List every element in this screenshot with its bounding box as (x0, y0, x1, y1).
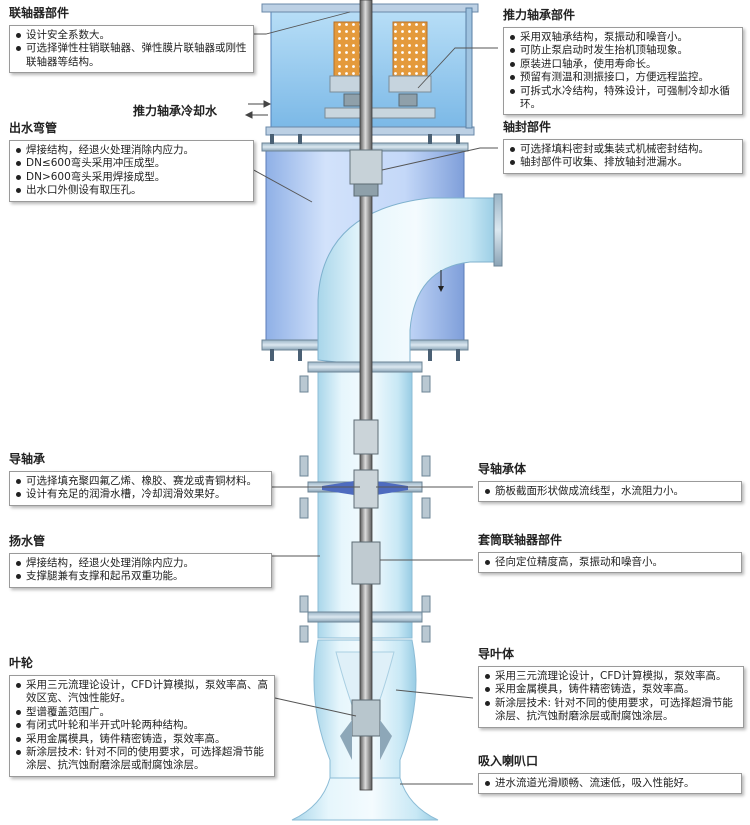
callout-title: 联轴器部件 (9, 6, 254, 20)
callout-title: 吸入喇叭口 (478, 754, 742, 768)
callout-box: 设计安全系数大。 可选择弹性柱销联轴器、弹性膜片联轴器或刚性联轴器等结构。 (9, 25, 254, 73)
callout-item: 可防止泵启动时发生抬机顶轴现象。 (509, 44, 737, 57)
callout-box: 可选择填料密封或集装式机械密封结构。 轴封部件可收集、排放轴封泄漏水。 (503, 139, 743, 174)
callout-box: 径向定位精度高，泵振动和噪音小。 (478, 552, 742, 573)
callout-item: 设计有充足的润滑水槽，冷却润滑效果好。 (15, 488, 266, 501)
callout-item: 出水口外侧设有取压孔。 (15, 184, 248, 197)
callout-item: 支撑腿兼有支撑和起吊双重功能。 (15, 570, 266, 583)
callout-title: 套筒联轴器部件 (478, 533, 742, 547)
callout-item: 原装进口轴承，使用寿命长。 (509, 58, 737, 71)
callout-coupling: 联轴器部件 设计安全系数大。 可选择弹性柱销联轴器、弹性膜片联轴器或刚性联轴器等… (9, 6, 254, 73)
callout-box: 采用三元流理论设计，CFD计算模拟，泵效率高、高效区宽、汽蚀性能好。 型谱覆盖范… (9, 675, 275, 777)
callout-box: 采用双轴承结构，泵振动和噪音小。 可防止泵启动时发生抬机顶轴现象。 原装进口轴承… (503, 27, 743, 115)
callout-item: 可选择弹性柱销联轴器、弹性膜片联轴器或刚性联轴器等结构。 (15, 42, 248, 69)
callout-item: 新涂层技术: 针对不同的使用要求，可选择超滑节能涂层、抗汽蚀耐磨涂层或耐腐蚀涂层… (15, 746, 269, 773)
callout-item: 轴封部件可收集、排放轴封泄漏水。 (509, 156, 737, 169)
callout-sleeve-coupling: 套筒联轴器部件 径向定位精度高，泵振动和噪音小。 (478, 533, 742, 573)
callout-shaft-seal: 轴封部件 可选择填料密封或集装式机械密封结构。 轴封部件可收集、排放轴封泄漏水。 (503, 120, 743, 174)
callout-box: 筋板截面形状做成流线型，水流阻力小。 (478, 481, 742, 502)
callout-title: 导叶体 (478, 647, 744, 661)
callout-title: 出水弯管 (9, 121, 254, 135)
callout-title: 叶轮 (9, 656, 275, 670)
callout-item: 径向定位精度高，泵振动和噪音小。 (484, 556, 736, 569)
callout-suction-bell: 吸入喇叭口 进水流道光滑顺畅、流速低，吸入性能好。 (478, 754, 742, 794)
callout-box: 可选择填充聚四氟乙烯、橡胶、赛龙或青铜材料。 设计有充足的润滑水槽，冷却润滑效果… (9, 471, 272, 506)
callout-title: 导轴承 (9, 452, 272, 466)
callout-item: 新涂层技术: 针对不同的使用要求，可选择超滑节能涂层、抗汽蚀耐磨涂层或耐腐蚀涂层… (484, 697, 738, 724)
callout-title: 导轴承体 (478, 462, 742, 476)
callout-item: 采用金属模具，铸件精密铸造，泵效率高。 (15, 733, 269, 746)
callout-item: 有闭式叶轮和半开式叶轮两种结构。 (15, 719, 269, 732)
callout-guide-bearing: 导轴承 可选择填充聚四氟乙烯、橡胶、赛龙或青铜材料。 设计有充足的润滑水槽，冷却… (9, 452, 272, 506)
callout-item: 型谱覆盖范围广。 (15, 706, 269, 719)
cooling-water-arrows (246, 101, 270, 118)
callout-item: 预留有测温和测振接口，方便远程监控。 (509, 71, 737, 84)
callout-box: 进水流道光滑顺畅、流速低，吸入性能好。 (478, 773, 742, 794)
callout-outlet-elbow: 出水弯管 焊接结构，经退火处理消除内应力。 DN≤600弯头采用冲压成型。 DN… (9, 121, 254, 202)
callout-thrust-bearing: 推力轴承部件 采用双轴承结构，泵振动和噪音小。 可防止泵启动时发生抬机顶轴现象。… (503, 8, 743, 115)
cooling-water-label: 推力轴承冷却水 (133, 102, 217, 119)
callout-item: 筋板截面形状做成流线型，水流阻力小。 (484, 485, 736, 498)
callout-item: 可选择填料密封或集装式机械密封结构。 (509, 143, 737, 156)
callout-guide-vane: 导叶体 采用三元流理论设计，CFD计算模拟，泵效率高。 采用金属模具，铸件精密铸… (478, 647, 744, 728)
callout-title: 扬水管 (9, 534, 272, 548)
callout-item: 设计安全系数大。 (15, 29, 248, 42)
callout-item: DN≤600弯头采用冲压成型。 (15, 157, 248, 170)
callout-lift-pipe: 扬水管 焊接结构，经退火处理消除内应力。 支撑腿兼有支撑和起吊双重功能。 (9, 534, 272, 588)
callout-item: 可选择填充聚四氟乙烯、橡胶、赛龙或青铜材料。 (15, 475, 266, 488)
callout-item: 进水流道光滑顺畅、流速低，吸入性能好。 (484, 777, 736, 790)
callout-item: 可拆式水冷结构，特殊设计，可强制冷却水循环。 (509, 85, 737, 112)
callout-item: 采用双轴承结构，泵振动和噪音小。 (509, 31, 737, 44)
callout-box: 焊接结构，经退火处理消除内应力。 DN≤600弯头采用冲压成型。 DN>600弯… (9, 140, 254, 202)
callout-item: 采用三元流理论设计，CFD计算模拟，泵效率高、高效区宽、汽蚀性能好。 (15, 679, 269, 706)
callout-item: 采用三元流理论设计，CFD计算模拟，泵效率高。 (484, 670, 738, 683)
callout-item: 焊接结构，经退火处理消除内应力。 (15, 144, 248, 157)
callout-box: 焊接结构，经退火处理消除内应力。 支撑腿兼有支撑和起吊双重功能。 (9, 553, 272, 588)
callout-title: 轴封部件 (503, 120, 743, 134)
callout-box: 采用三元流理论设计，CFD计算模拟，泵效率高。 采用金属模具，铸件精密铸造，泵效… (478, 666, 744, 728)
callout-title: 推力轴承部件 (503, 8, 743, 22)
callout-item: 焊接结构，经退火处理消除内应力。 (15, 557, 266, 570)
callout-item: DN>600弯头采用焊接成型。 (15, 171, 248, 184)
thrust-bearing-right (389, 22, 431, 92)
callout-guide-bearing-body: 导轴承体 筋板截面形状做成流线型，水流阻力小。 (478, 462, 742, 502)
callout-item: 采用金属模具，铸件精密铸造，泵效率高。 (484, 683, 738, 696)
callout-impeller: 叶轮 采用三元流理论设计，CFD计算模拟，泵效率高、高效区宽、汽蚀性能好。 型谱… (9, 656, 275, 777)
